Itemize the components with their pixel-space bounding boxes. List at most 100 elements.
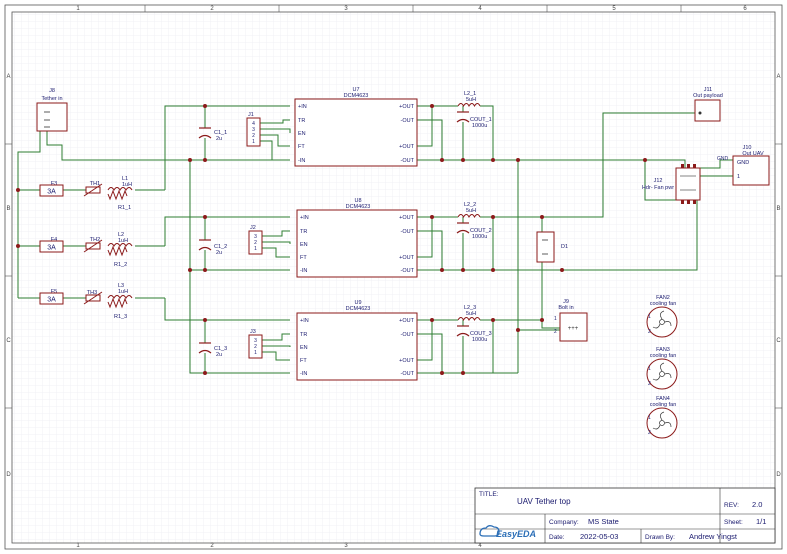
junction-dot — [516, 158, 520, 162]
col-label: 3 — [344, 6, 348, 12]
col-label: 2 — [210, 6, 214, 12]
fan-4: FAN4 cooling fan 1 2 — [646, 396, 678, 439]
svg-text:2: 2 — [254, 240, 257, 246]
svg-text:5uH: 5uH — [466, 311, 476, 317]
svg-text:+OUT: +OUT — [399, 318, 414, 324]
l3-ref: L3 — [118, 283, 124, 289]
col-label: 1 — [76, 6, 80, 12]
drawn-label: Drawn By: — [645, 534, 675, 541]
input-filter-2 — [83, 239, 133, 257]
svg-text:+OUT: +OUT — [399, 358, 414, 364]
title-label: TITLE: — [479, 491, 499, 498]
svg-text:DCM4623: DCM4623 — [344, 93, 369, 99]
input-filter-3 — [83, 291, 133, 309]
svg-text:TR: TR — [300, 332, 307, 338]
svg-text:1000u: 1000u — [472, 337, 487, 343]
capacitor-c1-2 — [198, 239, 212, 251]
svg-text:1: 1 — [737, 174, 740, 180]
company-label: Company: — [549, 519, 579, 526]
svg-text:+OUT: +OUT — [399, 144, 414, 150]
sheet-label: Sheet: — [724, 519, 743, 526]
r1-1-label: R1_1 — [118, 205, 131, 211]
svg-text:1: 1 — [252, 139, 255, 145]
col-label: 4 — [478, 543, 482, 549]
svg-text:-OUT: -OUT — [401, 268, 415, 274]
l1-value: 1uH — [122, 182, 132, 188]
converter-u7: U7 DCM4623 +IN TR EN FT -IN +OUT -OUT +O… — [294, 87, 418, 167]
junction-dot — [491, 215, 495, 219]
junction-dot — [430, 104, 434, 108]
connector-j10: J10 Out UAV GND 1 GND — [717, 145, 770, 186]
junction-dot — [203, 158, 207, 162]
junction-dot — [430, 318, 434, 322]
svg-text:1: 1 — [254, 350, 257, 356]
svg-text:F4: F4 — [51, 237, 57, 243]
col-label: 2 — [210, 543, 214, 549]
col-label: 1 — [76, 543, 80, 549]
fuse-f5: F5 3A — [39, 289, 64, 305]
l1-ref: L1 — [122, 176, 128, 182]
svg-text:EN: EN — [300, 345, 308, 351]
svg-text:Hdr- Fan pwr: Hdr- Fan pwr — [642, 185, 674, 191]
col-label: 6 — [743, 6, 747, 12]
junction-dot — [430, 215, 434, 219]
svg-text:C1_2: C1_2 — [214, 244, 227, 250]
junction-dot — [540, 215, 544, 219]
svg-text:J12: J12 — [654, 178, 663, 184]
svg-text:5uH: 5uH — [466, 97, 476, 103]
junction-dot — [491, 158, 495, 162]
svg-text:1000u: 1000u — [472, 234, 487, 240]
svg-text:2: 2 — [648, 430, 651, 436]
row-label: A — [776, 74, 780, 80]
svg-text:Out payload: Out payload — [693, 93, 723, 99]
svg-text:4: 4 — [252, 121, 255, 127]
svg-text:1: 1 — [648, 314, 651, 320]
col-label: 4 — [478, 6, 482, 12]
svg-text:DCM4623: DCM4623 — [346, 204, 371, 210]
svg-text:-OUT: -OUT — [401, 118, 415, 124]
header-j3: J3 3 2 1 — [248, 329, 263, 359]
th1-label: TH1 — [90, 181, 100, 187]
rev-label: REV: — [724, 502, 739, 509]
svg-text:COUT_3: COUT_3 — [470, 331, 492, 337]
svg-text:L2_2: L2_2 — [464, 202, 476, 208]
svg-text:cooling fan: cooling fan — [650, 402, 677, 408]
junction-dot — [203, 104, 207, 108]
svg-text:Out UAV: Out UAV — [742, 151, 764, 157]
drawing-frame — [4, 4, 783, 550]
junction-dot — [540, 318, 544, 322]
capacitor-c1-3 — [198, 342, 212, 354]
junction-dot — [188, 268, 192, 272]
svg-text:J2: J2 — [250, 225, 256, 231]
svg-text:2: 2 — [254, 344, 257, 350]
svg-text:2u: 2u — [216, 352, 222, 358]
svg-text:COUT_1: COUT_1 — [470, 117, 492, 123]
row-label: C — [776, 338, 781, 344]
frame-labels: 1 2 3 4 5 6 1 2 3 4 A B C D A B C D — [6, 6, 781, 549]
svg-text:2: 2 — [648, 381, 651, 387]
svg-text:J1: J1 — [248, 112, 254, 118]
svg-text:1: 1 — [648, 366, 651, 372]
svg-text:3: 3 — [254, 338, 257, 344]
svg-text:-OUT: -OUT — [401, 371, 415, 377]
row-label: A — [6, 74, 10, 80]
title-text: UAV Tether top — [517, 497, 571, 506]
header-j2: J2 3 2 1 — [248, 225, 263, 255]
svg-text:EN: EN — [298, 131, 306, 137]
th2-label: TH2 — [90, 237, 100, 243]
svg-text:+OUT: +OUT — [399, 104, 414, 110]
svg-text:1: 1 — [554, 316, 557, 322]
svg-text:3A: 3A — [47, 297, 56, 304]
date-label: Date: — [549, 534, 565, 541]
svg-text:EasyEDA: EasyEDA — [496, 529, 536, 539]
svg-text:J11: J11 — [704, 87, 712, 93]
svg-text:EN: EN — [300, 242, 308, 248]
svg-text:3A: 3A — [47, 245, 56, 252]
svg-text:U7: U7 — [352, 87, 359, 93]
junction-dot — [16, 244, 20, 248]
output-caps — [456, 111, 470, 337]
date-value: 2022-05-03 — [580, 532, 618, 541]
l2-value: 1uH — [118, 238, 128, 244]
junction-dot — [203, 371, 207, 375]
sheet-value: 1/1 — [756, 517, 766, 526]
